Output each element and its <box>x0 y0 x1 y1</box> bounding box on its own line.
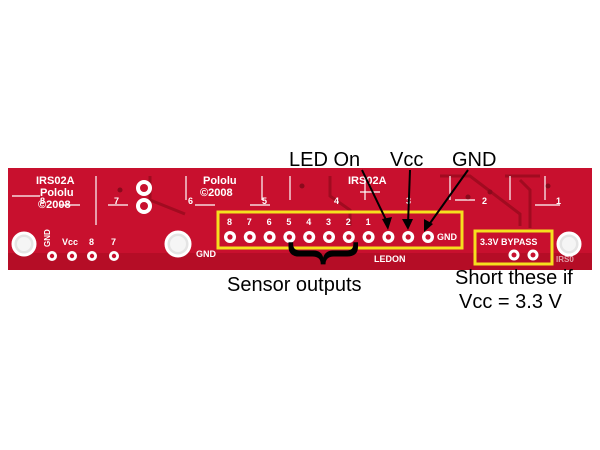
edge-number-label: 5 <box>262 196 267 206</box>
silk-gnd-header: GND <box>437 232 458 242</box>
header-pin-hole <box>326 234 332 240</box>
header-pin-hole <box>247 234 253 240</box>
vcc-arrowhead <box>402 219 413 230</box>
pcb-board-lower-strip <box>8 253 592 270</box>
annotation-arrows <box>361 169 469 227</box>
header-pin-hole <box>267 234 273 240</box>
label-led-on: LED On <box>289 149 360 171</box>
sensor-outputs-brace: } <box>288 241 371 266</box>
header-pin-number: 6 <box>267 217 272 227</box>
silk-gnd-near-header: GND <box>196 249 217 259</box>
silk-small-8: 8 <box>89 237 94 247</box>
silk-left-model: IRS02A <box>36 175 75 187</box>
edge-number-label: 8 <box>40 196 45 206</box>
arrow-heads <box>382 217 433 232</box>
gnd-arrowhead <box>424 219 433 232</box>
silk-small-vcc: Vcc <box>62 237 78 247</box>
vias <box>117 183 551 200</box>
edge-number-label: 7 <box>114 196 119 206</box>
silk-ledon: LEDON <box>374 254 406 264</box>
header-pin-hole <box>405 234 411 240</box>
left-small-connector <box>47 251 119 261</box>
label-sensor-outputs: Sensor outputs <box>227 274 362 296</box>
pcb-traces <box>148 174 540 228</box>
header-pin-hole <box>385 234 391 240</box>
bypass-highlight-box <box>473 229 554 266</box>
header-pin-number: 3 <box>326 217 331 227</box>
label-short-line1: Short these if <box>455 267 573 289</box>
silk-mid-year: ©2008 <box>200 187 233 199</box>
silk-small-gnd: GND <box>43 229 52 247</box>
label-vcc: Vcc <box>390 149 423 171</box>
header-pin-number: 7 <box>247 217 252 227</box>
header-pin-hole <box>366 234 372 240</box>
label-short-line2: Vcc = 3.3 V <box>459 291 562 313</box>
mounting-holes <box>11 230 582 258</box>
silk-edge-text: IRS0 <box>556 255 574 264</box>
header-pin-hole <box>227 234 233 240</box>
header-pin-number: 2 <box>346 217 351 227</box>
edge-number-label: 6 <box>188 196 193 206</box>
silk-dividers <box>12 176 560 225</box>
silk-small-7: 7 <box>111 237 116 247</box>
silk-mid-brand: Pololu <box>203 175 237 187</box>
silk-bypass-label: 3.3V BYPASS <box>480 237 537 247</box>
gnd-arrow <box>427 169 469 227</box>
header-pins: 8 7 6 5 4 3 2 1 <box>224 217 434 243</box>
header-pin-hole <box>286 234 292 240</box>
header-pin-number: 1 <box>366 217 371 227</box>
sensor-pad-pair <box>136 180 152 214</box>
header-highlight-box <box>216 210 464 250</box>
header-pin-hole <box>425 234 431 240</box>
edge-number-label: 1 <box>556 196 561 206</box>
vcc-arrow <box>407 169 411 225</box>
header-pin-number: 4 <box>306 217 311 227</box>
header-pin-number: 5 <box>286 217 291 227</box>
label-gnd: GND <box>452 149 496 171</box>
edge-number-label: 2 <box>482 196 487 206</box>
header-pin-hole <box>306 234 312 240</box>
header-pin-hole <box>346 234 352 240</box>
led-on-arrow <box>361 169 389 225</box>
led-on-arrowhead <box>382 217 392 230</box>
header-pin-number: 8 <box>227 217 232 227</box>
edge-number-label: 4 <box>334 196 339 206</box>
silk-left-brand: Pololu <box>40 187 74 199</box>
silk-left-year: ©2008 <box>38 199 71 211</box>
bypass-pads <box>508 249 539 261</box>
